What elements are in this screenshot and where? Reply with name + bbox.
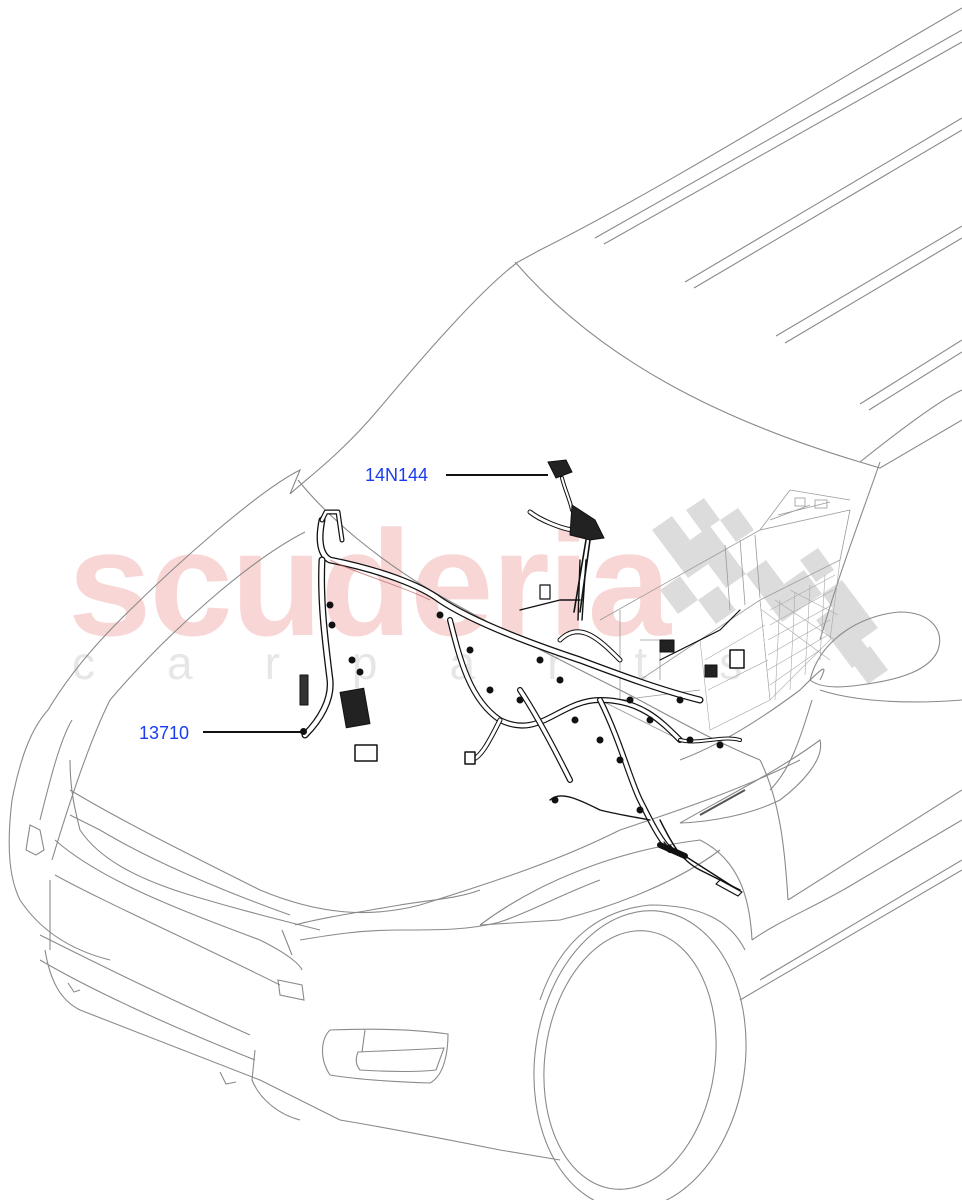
checkered-flag-watermark (652, 498, 888, 684)
vehicle-body-outline (8, 7, 962, 1200)
wiring-harness-13710 (299, 509, 745, 897)
leader-dot-13710 (300, 728, 307, 735)
leader-line-14n144 (446, 474, 548, 476)
leader-line-13710 (203, 731, 303, 733)
wiring-harness-14n144 (527, 459, 605, 613)
battery-mesh (699, 559, 841, 731)
harness-tint (329, 559, 431, 601)
callout-label-14n144[interactable]: 14N144 (365, 465, 429, 485)
callout-label-13710[interactable]: 13710 (139, 723, 190, 743)
